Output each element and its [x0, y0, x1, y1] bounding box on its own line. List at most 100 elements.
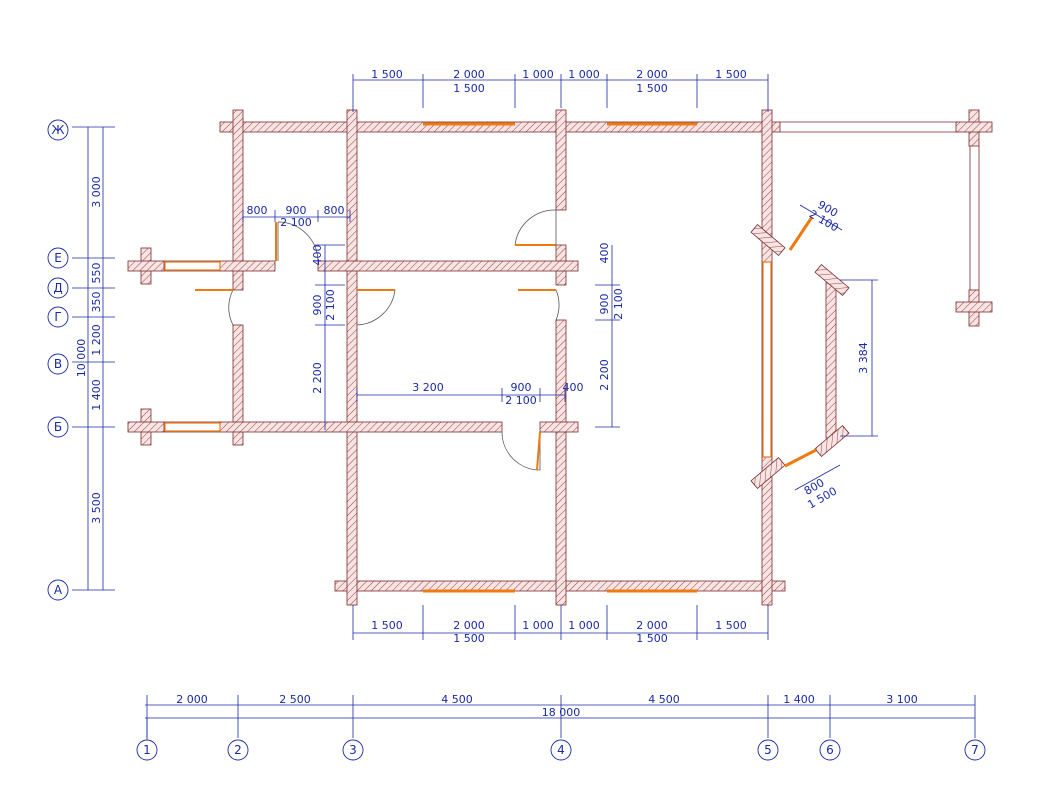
top-dim-4: 1 000	[568, 68, 600, 81]
bottom-span-1: 2 000	[176, 693, 208, 706]
bay-post-ll	[750, 457, 786, 489]
door-arc-1	[514, 209, 557, 246]
axis-marker-2	[227, 739, 249, 761]
dim-r-2100: 2 100	[612, 288, 625, 320]
dim-900-a: 900	[286, 204, 307, 217]
post-left-e-h	[127, 260, 165, 272]
wall-axis-e-left	[219, 260, 276, 272]
axis-marker-3	[342, 739, 364, 761]
dim-r-400: 400	[598, 243, 611, 264]
top-dim-5: 2 000	[636, 68, 668, 81]
door-leaf-1	[536, 431, 541, 471]
door-arc-4	[195, 289, 234, 326]
post-right-bottom-h	[955, 301, 993, 313]
dim-bay-3384: 3 384	[857, 342, 870, 374]
wall-axis-3	[346, 109, 358, 606]
wall-axis-e-right	[317, 260, 579, 272]
axis-marker-e	[47, 247, 69, 269]
doors	[195, 209, 560, 471]
bottom-plan-dim-1: 1 500	[371, 619, 403, 632]
bottom-span-4: 4 500	[648, 693, 680, 706]
dim-2200-a: 2 200	[311, 362, 324, 394]
axis-marker-b	[47, 416, 69, 438]
left-span-2: 550	[90, 263, 103, 284]
left-span-4: 1 200	[90, 324, 103, 356]
wall-axis-2-lower	[232, 324, 244, 446]
wall-axis-2-upper	[232, 109, 244, 291]
dim-3200: 3 200	[412, 381, 444, 394]
dim-400-a: 400	[311, 245, 324, 266]
wall-top	[219, 121, 781, 133]
left-span-5: 1 400	[90, 379, 103, 411]
bottom-plan-dim-4: 1 000	[568, 619, 600, 632]
left-total: 10 000	[75, 339, 88, 378]
axis-label-4: 4	[557, 743, 565, 757]
top-dim-lower-1: 1 500	[453, 82, 485, 95]
axis-marker-7	[964, 739, 986, 761]
dim-900-b: 900	[311, 295, 324, 316]
dim-800-b: 800	[324, 204, 345, 217]
window-left-b	[164, 422, 221, 432]
axis-marker-a	[47, 579, 69, 601]
bay-wall-right	[825, 277, 837, 439]
left-span-6: 3 500	[90, 492, 103, 524]
top-dim-6: 1 500	[715, 68, 747, 81]
bay-post-bottom	[814, 425, 850, 457]
door-arc-5	[277, 221, 319, 262]
axis-label-g: Г	[54, 310, 61, 324]
axis-markers-left: Ж Е Д Г В Б А	[47, 119, 69, 601]
axis-label-b: Б	[54, 420, 62, 434]
post-left-b-h	[127, 421, 165, 433]
bottom-plan-dim-5: 2 000	[636, 619, 668, 632]
axis-marker-v	[47, 353, 69, 375]
axis-label-d: Д	[53, 281, 62, 295]
axis-label-7: 7	[971, 743, 979, 757]
axis-marker-d	[47, 277, 69, 299]
bottom-span-5: 1 400	[783, 693, 815, 706]
axis-label-3: 3	[349, 743, 357, 757]
bay-post-ul	[750, 224, 786, 256]
bottom-plan-dim-3: 1 000	[522, 619, 554, 632]
dim-r-900: 900	[598, 294, 611, 315]
bottom-plan-dim-2: 2 000	[453, 619, 485, 632]
axis-label-v: В	[54, 357, 62, 371]
dim-2100-c: 2 100	[505, 394, 537, 407]
bay-post-top	[814, 264, 850, 296]
dim-r-2200: 2 200	[598, 359, 611, 391]
dimension-lines	[72, 74, 976, 738]
dim-900-c: 900	[511, 381, 532, 394]
bottom-plan-dim-6: 1 500	[715, 619, 747, 632]
wall-axis-b-right	[539, 421, 579, 433]
top-dim-lower-2: 1 500	[636, 82, 668, 95]
axis-label-5: 5	[764, 743, 772, 757]
top-dim-1: 1 500	[371, 68, 403, 81]
axis-label-e: Е	[54, 251, 62, 265]
dim-400-b: 400	[563, 381, 584, 394]
terrace-outline	[164, 121, 980, 433]
dim-800-a: 800	[247, 204, 268, 217]
axis-marker-4	[550, 739, 572, 761]
axis-marker-6	[819, 739, 841, 761]
axis-label-1: 1	[143, 743, 151, 757]
bottom-total: 18 000	[542, 706, 581, 719]
windows	[164, 122, 817, 593]
axis-label-2: 2	[234, 743, 242, 757]
dim-2100-b: 2 100	[324, 289, 337, 321]
axis-label-6: 6	[826, 743, 834, 757]
axis-marker-g	[47, 306, 69, 328]
left-span-3: 350	[90, 292, 103, 313]
wall-axis-b	[219, 421, 503, 433]
bottom-span-2: 2 500	[279, 693, 311, 706]
bottom-plan-lower-1: 1 500	[453, 632, 485, 645]
top-dim-3: 1 000	[522, 68, 554, 81]
axis-label-zh: Ж	[52, 123, 65, 137]
post-right-top-h	[955, 121, 993, 133]
axis-marker-1	[136, 739, 158, 761]
dimension-texts: 1 500 2 000 1 000 1 000 2 000 1 500 1 50…	[75, 68, 918, 719]
wall-axis-4-upper	[555, 109, 567, 211]
window-bay-left	[762, 261, 772, 458]
left-span-1: 3 000	[90, 176, 103, 208]
window-left-e	[164, 261, 221, 271]
bottom-plan-lower-2: 1 500	[636, 632, 668, 645]
